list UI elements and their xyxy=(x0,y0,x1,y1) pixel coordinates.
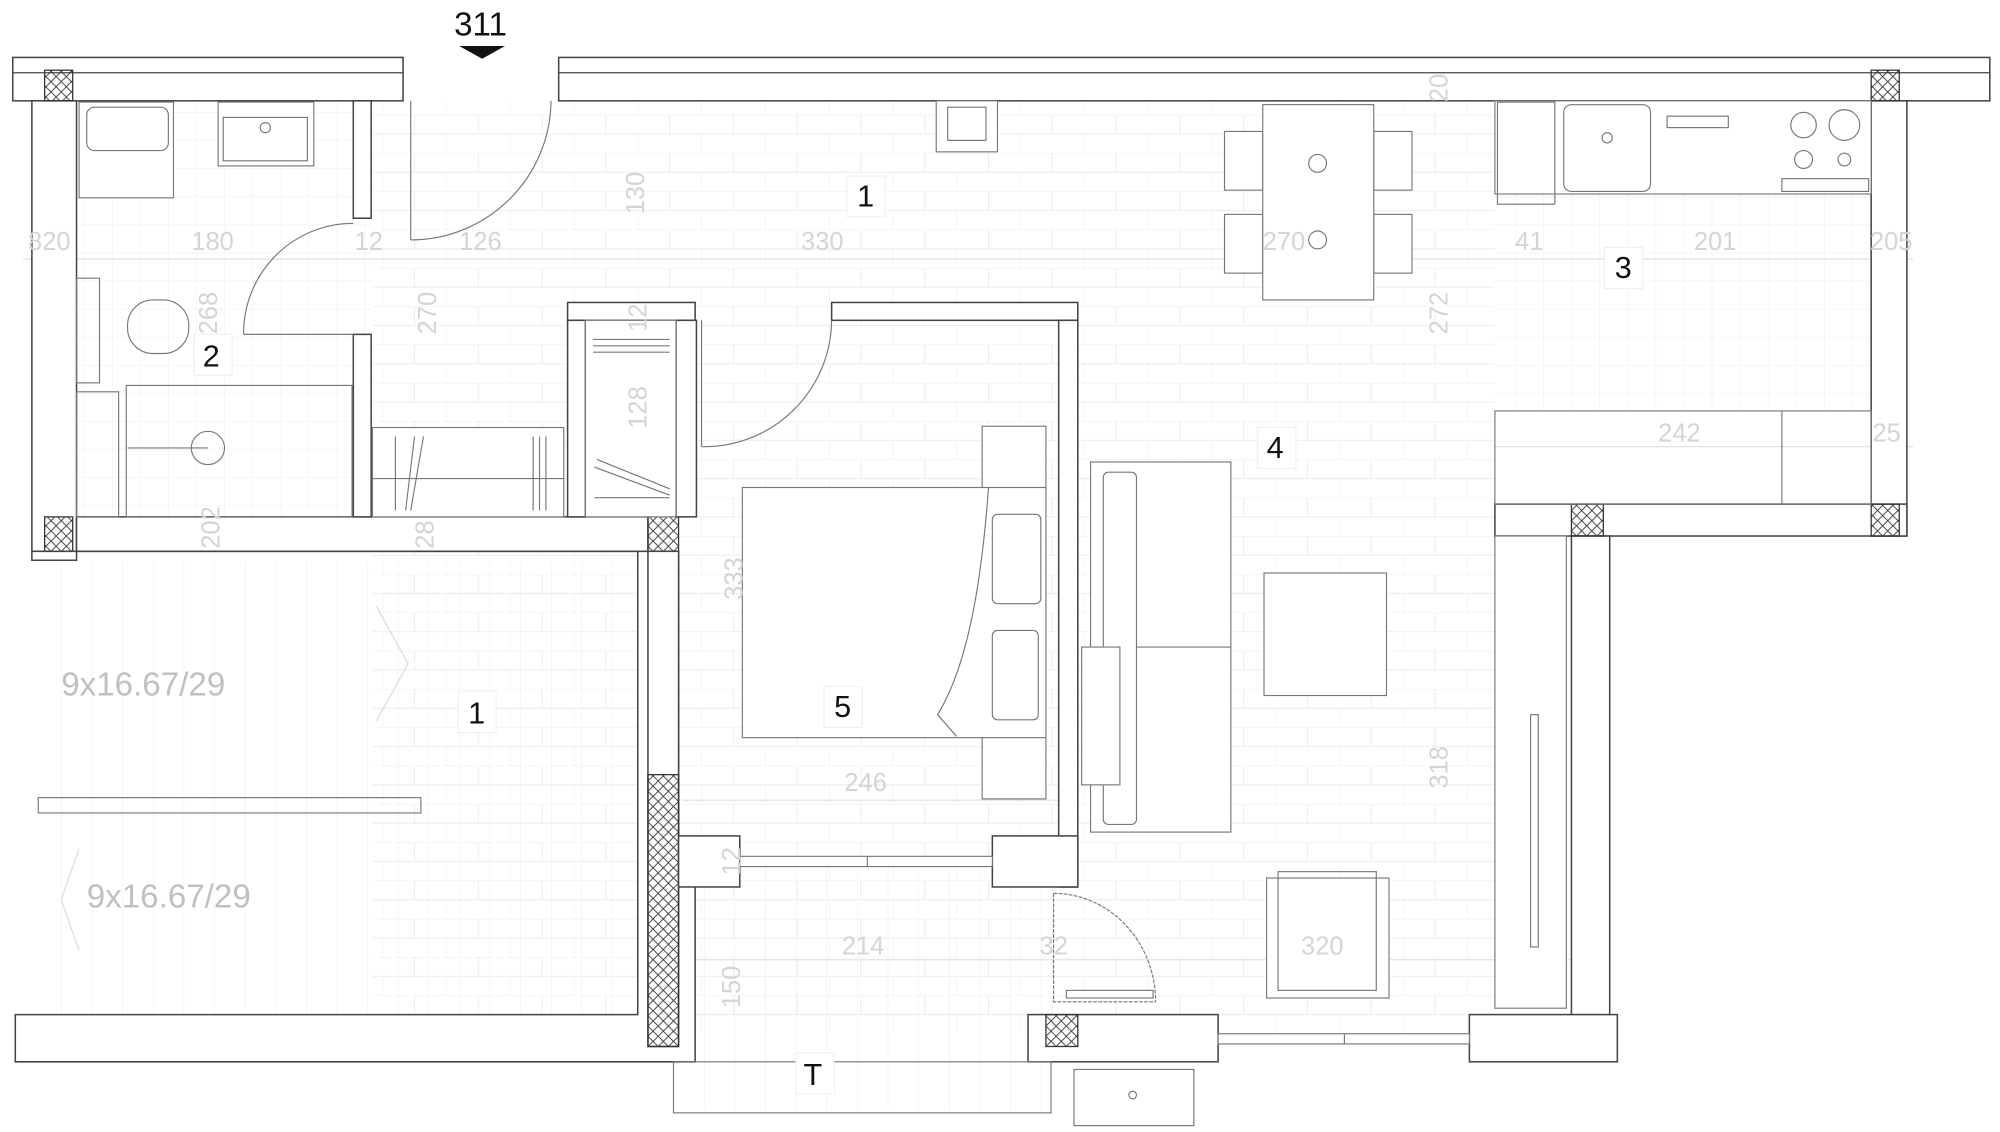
top-wall-left xyxy=(11,56,404,102)
dimension-label: 130 xyxy=(622,172,650,215)
living-furniture xyxy=(1073,461,1567,1127)
kitchen-units xyxy=(1494,100,1872,505)
dimension-label: 330 xyxy=(801,228,844,256)
dimension-label: 318 xyxy=(1426,746,1454,789)
room-label-bedroom: 5 xyxy=(834,690,851,724)
stair-label-upper: 9x16.67/29 xyxy=(61,667,225,704)
dimension-lines xyxy=(22,258,1914,961)
washbasin xyxy=(217,101,315,167)
outdoor-unit xyxy=(1073,1068,1195,1127)
doors xyxy=(243,100,1157,1003)
walls xyxy=(11,56,1991,1114)
room-label-stair-hall: 1 xyxy=(468,697,485,731)
coffee-table xyxy=(1263,572,1388,697)
dimension-label: 214 xyxy=(842,933,885,961)
dimension-label: 205 xyxy=(1870,228,1913,256)
top-wall-right xyxy=(557,56,1991,102)
room-label-terrace: T xyxy=(804,1058,823,1092)
dimension-label: 41 xyxy=(1515,228,1543,256)
dimension-label: 320 xyxy=(1301,933,1344,961)
stair-label-lower: 9x16.67/29 xyxy=(87,878,251,915)
chimney xyxy=(935,100,999,153)
dimension-label: 820 xyxy=(28,228,71,256)
dimension-label: 25 xyxy=(1872,420,1900,448)
dimension-label: 201 xyxy=(1694,228,1737,256)
bed xyxy=(741,425,1047,800)
bedroom-hatched-wall xyxy=(647,774,680,1048)
window-bedroom xyxy=(739,855,993,868)
dimension-label: 246 xyxy=(844,769,887,797)
dimension-label: 272 xyxy=(1426,292,1454,335)
arrow-down-icon xyxy=(459,45,506,59)
dimension-label: 270 xyxy=(414,292,442,335)
washing-machine xyxy=(78,101,175,199)
dining-set xyxy=(1223,104,1413,301)
stairs: 9x16.67/29 9x16.67/29 xyxy=(37,605,422,951)
bathroom-fixtures xyxy=(75,101,353,518)
dimension-label: 126 xyxy=(459,228,502,256)
dimension-label: 242 xyxy=(1658,420,1701,448)
room-label-living: 4 xyxy=(1267,431,1284,465)
toilet-tank xyxy=(75,277,101,384)
window-living xyxy=(1217,1033,1470,1045)
dimension-label: 150 xyxy=(718,966,746,1009)
room-label-entry: 1 xyxy=(857,180,874,214)
shower-tray xyxy=(125,384,353,518)
bathroom-partition xyxy=(352,100,372,219)
dimension-label: 128 xyxy=(625,386,653,429)
armchair xyxy=(1266,877,1390,999)
dimension-label: 180 xyxy=(191,228,234,256)
bedroom-door xyxy=(700,320,833,448)
entrance-door xyxy=(410,100,552,241)
dimension-label: 270 xyxy=(1263,228,1306,256)
bathroom-bottom-wall xyxy=(75,516,649,553)
dimension-label: 268 xyxy=(195,292,223,335)
dining-table xyxy=(1262,104,1375,301)
dimension-label: 12 xyxy=(718,847,746,875)
room-label-kitchen: 3 xyxy=(1615,251,1632,285)
room-labels: 1 2 3 4 5 1 T xyxy=(193,175,1644,1095)
kitchen-right-wall xyxy=(1870,100,1908,537)
terrace-door xyxy=(1052,892,1157,1003)
dimension-label: 202 xyxy=(197,506,225,549)
left-wall xyxy=(31,100,78,562)
dimension-label: 12 xyxy=(355,228,383,256)
dimension-label: 12 xyxy=(625,303,653,331)
dimension-label: 28 xyxy=(412,520,440,548)
toilet xyxy=(126,299,190,355)
dimension-label: 32 xyxy=(1040,933,1068,961)
dimension-label: 20 xyxy=(1426,74,1454,102)
bathroom-door xyxy=(243,222,354,335)
section-marker-label: 311 xyxy=(454,7,507,44)
wardrobes xyxy=(371,100,999,518)
dimension-label: 333 xyxy=(720,557,748,600)
section-marker: 311 xyxy=(454,7,507,59)
dimension-labels: 820 180 12 126 330 270 41 201 205 242 25… xyxy=(28,74,1912,1008)
room-label-bathroom: 2 xyxy=(203,339,220,373)
